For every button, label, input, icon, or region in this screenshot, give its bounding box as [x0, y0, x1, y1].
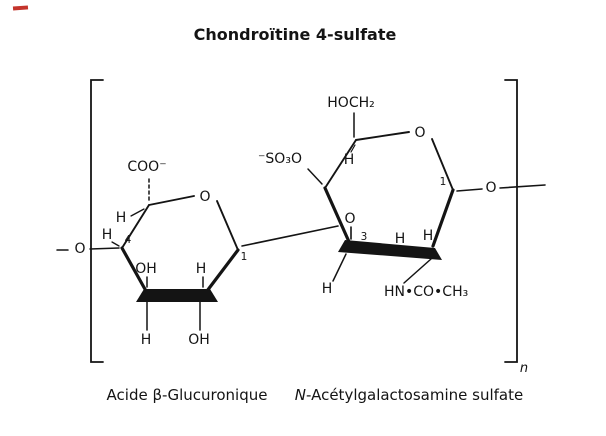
bond — [355, 131, 410, 141]
hydroxymethyl-label: HOCH₂ — [327, 95, 374, 111]
carboxylate-label: COO⁻ — [127, 159, 166, 175]
h-label-c5: H — [344, 152, 355, 168]
hydroxyl-label-down: OH — [188, 332, 210, 348]
h-label-c4: H — [102, 227, 113, 243]
h-label-c3: H — [322, 281, 333, 297]
position-1-label: 1 — [241, 251, 248, 263]
h-label-c2: H — [395, 231, 406, 247]
caption-rest: -Acétylgalactosamine sulfate — [306, 386, 523, 404]
hydroxyl-label-up: OH — [135, 261, 157, 277]
position-4-label: 4 — [125, 234, 132, 246]
glycosidic-oxygen-label: O — [344, 211, 355, 227]
bond — [431, 138, 454, 191]
h-label-c1: H — [423, 228, 434, 244]
bond — [332, 253, 347, 282]
ring-oxygen-label: O — [414, 125, 425, 141]
bond — [89, 247, 120, 250]
position-1-label: 1 — [440, 176, 447, 188]
bond — [148, 195, 195, 206]
right-bracket — [504, 79, 518, 363]
glucuronic-ring: O COO⁻ H H 4 O OH H H OH 1 — [56, 159, 248, 348]
bond — [205, 248, 240, 293]
left-bracket — [90, 79, 104, 363]
caption-acetylgalactosamine: N-Acétylgalactosamine sulfate — [295, 386, 523, 404]
ring-front-edge — [136, 289, 218, 302]
terminal-oxygen-label: O — [485, 180, 496, 196]
bond — [403, 258, 432, 284]
caption-italic-n: N — [295, 386, 306, 404]
bond — [307, 168, 323, 185]
h-label-up: H — [196, 261, 207, 277]
glycosidic-bond: O — [241, 211, 356, 247]
bond — [130, 208, 145, 217]
acetamido-label: HN•CO•CH₃ — [384, 284, 468, 300]
bond — [456, 188, 483, 192]
ring-oxygen-label: O — [199, 189, 210, 205]
bond — [241, 225, 339, 247]
repeat-subscript: n — [520, 361, 528, 376]
bond — [111, 241, 120, 247]
bond — [120, 246, 148, 293]
galactosamine-ring: O HOCH₂ ⁻SO₃O H H H H 3 1 HN•CO•CH₃ O — [258, 95, 546, 300]
bond — [216, 200, 239, 251]
bond — [323, 186, 352, 246]
figure-title: Chondroïtine 4-sulfate — [194, 25, 397, 44]
bond — [499, 184, 546, 189]
bond — [431, 188, 455, 248]
terminal-oxygen-label: O — [74, 241, 85, 257]
sulfate-label: ⁻SO₃O — [258, 151, 302, 167]
bond — [350, 144, 356, 153]
bond — [121, 204, 150, 249]
h-label-down: H — [141, 332, 152, 348]
caption-glucuronic-acid: Acide β-Glucuronique — [107, 386, 268, 404]
ring-front-edge — [338, 240, 442, 260]
position-3-label: 3 — [361, 231, 368, 243]
h-label-c5: H — [116, 210, 127, 226]
red-pen-mark — [12, 5, 29, 11]
bond — [324, 139, 357, 189]
